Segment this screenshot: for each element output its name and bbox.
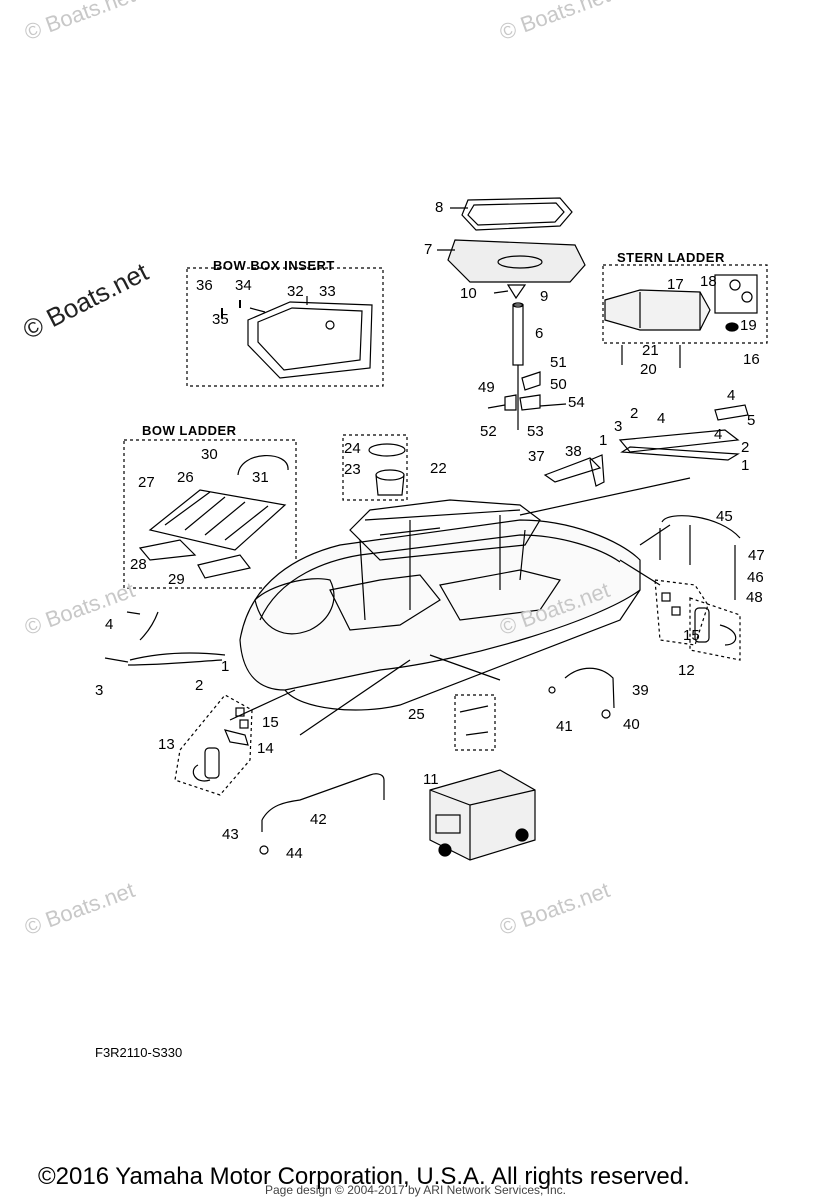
callout-label: 33 <box>319 283 336 300</box>
part-8-cover <box>461 197 573 231</box>
callout-label: 24 <box>344 440 361 457</box>
part-42-rail <box>261 773 385 821</box>
callout-label: 12 <box>678 662 695 679</box>
callout-label: 47 <box>748 547 765 564</box>
callout-label: 27 <box>138 474 155 491</box>
callout-label: 38 <box>565 443 582 460</box>
bow-box-insert-frame <box>186 267 384 387</box>
callout-label: 10 <box>460 285 477 302</box>
callout-label: 49 <box>478 379 495 396</box>
part-39-handrail <box>564 667 615 709</box>
callout-label: 39 <box>632 682 649 699</box>
part-17-stern-ladder <box>604 289 711 331</box>
callout-label: 54 <box>568 394 585 411</box>
callout-label: 23 <box>344 461 361 478</box>
callout-label: 37 <box>528 448 545 465</box>
callout-label: 1 <box>599 432 608 449</box>
callout-label: 26 <box>177 469 194 486</box>
callout-label: 43 <box>222 826 239 843</box>
callout-label: 13 <box>158 736 175 753</box>
callout-label: 36 <box>196 277 213 294</box>
callout-label: 1 <box>741 457 750 474</box>
section-title-bow-box-insert: BOW BOX INSERT <box>213 258 335 273</box>
callout-label: 35 <box>212 311 229 328</box>
callout-label: 15 <box>262 714 279 731</box>
callout-label: 53 <box>527 423 544 440</box>
stern-ladder-frame <box>602 264 768 344</box>
callout-label: 14 <box>257 740 274 757</box>
callout-label: 4 <box>105 616 114 633</box>
part-30-handle <box>237 455 289 476</box>
cup-holder-frame <box>342 434 408 501</box>
part-32-33-insert <box>247 301 373 379</box>
section-title-bow-ladder: BOW LADDER <box>142 423 237 438</box>
callout-label: 20 <box>640 361 657 378</box>
callout-label: 17 <box>667 276 684 293</box>
callout-label: 1 <box>221 658 230 675</box>
callout-label: 9 <box>540 288 549 305</box>
copyright-notice: ©2016 Yamaha Motor Corporation, U.S.A. A… <box>38 1163 690 1190</box>
callout-label: 32 <box>287 283 304 300</box>
bow-ladder-frame <box>123 439 297 589</box>
part-2-rub-rail <box>129 652 226 661</box>
callout-label: 6 <box>535 325 544 342</box>
part-45-rail <box>661 515 741 539</box>
callout-label: 22 <box>430 460 447 477</box>
page-design-credit: Page design © 2004-2017 by ARI Network S… <box>265 1183 567 1197</box>
callout-label: 41 <box>556 718 573 735</box>
callout-label: 46 <box>747 569 764 586</box>
section-title-stern-ladder: STERN LADDER <box>617 250 725 265</box>
callout-label: 4 <box>657 410 666 427</box>
callout-label: 7 <box>424 241 433 258</box>
callout-label: 31 <box>252 469 269 486</box>
part-6-post <box>512 304 524 366</box>
part-11-cooler <box>429 769 536 861</box>
part-26-bow-ladder <box>148 489 287 551</box>
callout-label: 8 <box>435 199 444 216</box>
callout-label: 48 <box>746 589 763 606</box>
callout-label: 19 <box>740 317 757 334</box>
callout-label: 44 <box>286 845 303 862</box>
callout-label: 28 <box>130 556 147 573</box>
callout-label: 40 <box>623 716 640 733</box>
callout-label: 4 <box>714 426 723 443</box>
callout-label: 52 <box>480 423 497 440</box>
callout-label: 2 <box>195 677 204 694</box>
callout-label: 51 <box>550 354 567 371</box>
callout-label: 18 <box>700 273 717 290</box>
callout-label: 3 <box>614 418 623 435</box>
callout-label: 50 <box>550 376 567 393</box>
callout-label: 42 <box>310 811 327 828</box>
diagram-reference-code: F3R2110-S330 <box>95 1045 183 1060</box>
callout-label: 2 <box>741 439 750 456</box>
callout-label: 29 <box>168 571 185 588</box>
callout-label: 15 <box>683 627 700 644</box>
callout-label: 5 <box>747 412 756 429</box>
part-7-table <box>447 239 586 283</box>
callout-label: 16 <box>743 351 760 368</box>
callout-label: 25 <box>408 706 425 723</box>
callout-label: 30 <box>201 446 218 463</box>
callout-label: 34 <box>235 277 252 294</box>
callout-label: 11 <box>423 771 439 788</box>
callout-label: 21 <box>642 342 659 359</box>
callout-label: 3 <box>95 682 104 699</box>
callout-label: 4 <box>727 387 736 404</box>
callout-label: 45 <box>716 508 733 525</box>
callout-label: 2 <box>630 405 639 422</box>
